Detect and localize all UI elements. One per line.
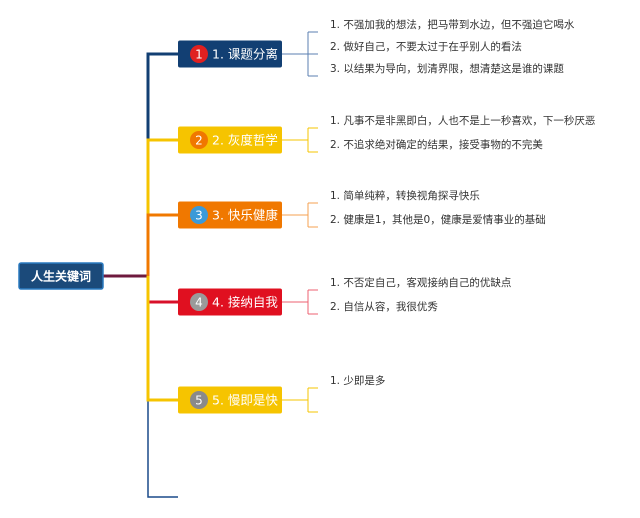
connector-lines xyxy=(103,31,318,498)
leaf-item-2-2[interactable]: 2. 不追求绝对确定的结果，接受事物的不完美 xyxy=(330,138,543,151)
leaf-item-1-1[interactable]: 1. 不强加我的想法，把马带到水边，但不强迫它喝水 xyxy=(330,18,575,31)
leaf-item-5-1[interactable]: 1. 少即是多 xyxy=(330,374,385,387)
branch-connector-5 xyxy=(146,276,178,402)
branch-node-1[interactable]: 1 1. 课题分离 xyxy=(178,40,282,68)
root-node[interactable]: 人生关键词 xyxy=(18,262,104,290)
branch-number-4: 4 xyxy=(195,296,203,310)
leaf-item-2-1[interactable]: 1. 凡事不是非黑即白，人也不是上一秒喜欢，下一秒厌恶 xyxy=(330,114,595,127)
branch-node-2[interactable]: 2 2. 灰度哲学 xyxy=(178,126,282,154)
branch-connector-1 xyxy=(146,52,178,276)
branch-node-5[interactable]: 5 5. 慢即是快 xyxy=(178,386,282,414)
branch-label-1: 1. 课题分离 xyxy=(212,47,278,62)
branch-number-badge-4 xyxy=(190,293,208,311)
leaf-item-4-2[interactable]: 2. 自信从容，我很优秀 xyxy=(330,300,438,313)
branch-number-badge-3 xyxy=(190,206,208,224)
branch-number-2: 2 xyxy=(195,134,203,148)
branch-label-2: 2. 灰度哲学 xyxy=(212,133,278,148)
branch-connector-4 xyxy=(146,276,178,304)
branch-label-3: 3. 快乐健康 xyxy=(212,208,278,223)
branch-connector-2 xyxy=(146,138,178,276)
root-node-label: 人生关键词 xyxy=(31,269,91,284)
branch-label-5: 5. 慢即是快 xyxy=(212,393,278,408)
branch-label-4: 4. 接纳自我 xyxy=(212,295,278,310)
spine-tail-line xyxy=(147,276,178,498)
branch-number-badge-1 xyxy=(190,45,208,63)
root-node-box xyxy=(18,262,104,290)
branch-connector-3 xyxy=(146,213,178,276)
branch-number-1: 1 xyxy=(195,48,203,62)
leaf-item-1-2[interactable]: 2. 做好自己，不要太过于在乎别人的看法 xyxy=(330,40,522,53)
leaf-item-4-1[interactable]: 1. 不否定自己，客观接纳自己的优缺点 xyxy=(330,276,511,289)
leaf-nodes: 1. 不强加我的想法，把马带到水边，但不强迫它喝水 2. 做好自己，不要太过于在乎… xyxy=(330,18,595,387)
branch-number-5: 5 xyxy=(195,394,203,408)
branch-number-badge-2 xyxy=(190,131,208,149)
branch-node-4[interactable]: 4 4. 接纳自我 xyxy=(178,288,282,316)
branch-number-3: 3 xyxy=(195,209,203,223)
leaf-item-3-1[interactable]: 1. 简单纯粹，转换视角探寻快乐 xyxy=(330,189,480,202)
branch-nodes: 1 1. 课题分离 2 2. 灰度哲学 3 3. 快乐健康 4 4. 接纳自我 5 5. 慢即是快 xyxy=(178,40,282,414)
leaf-item-3-2[interactable]: 2. 健康是1，其他是0，健康是爱情事业的基础 xyxy=(330,213,546,226)
leaf-item-1-3[interactable]: 3. 以结果为导向，划清界限，想清楚这是谁的课题 xyxy=(330,62,564,75)
branch-number-badge-5 xyxy=(190,391,208,409)
branch-node-3[interactable]: 3 3. 快乐健康 xyxy=(178,201,282,229)
